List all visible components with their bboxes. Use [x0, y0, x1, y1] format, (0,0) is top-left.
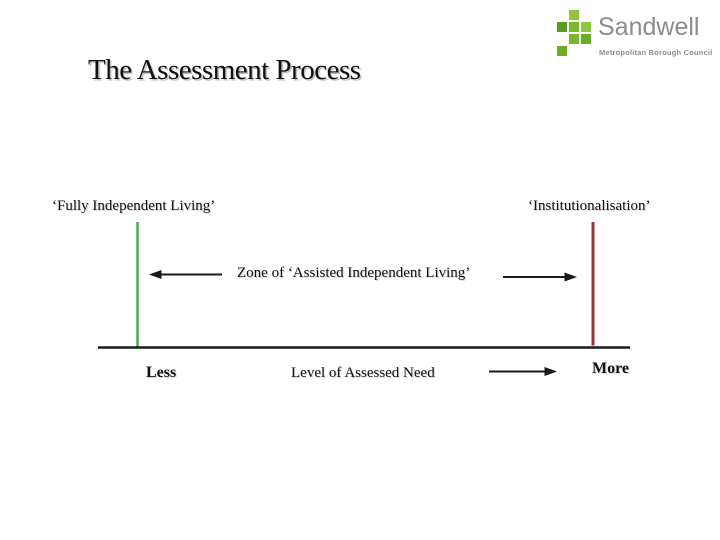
- label-fully-independent-living: ‘Fully Independent Living’: [52, 198, 216, 214]
- logo-square: [557, 46, 567, 56]
- logo-square: [557, 22, 567, 32]
- logo-square: [581, 22, 591, 32]
- label-level-of-assessed-need: Level of Assessed Need: [291, 365, 435, 381]
- zone-arrow-left: [149, 270, 222, 279]
- logo-subtitle: Metropolitan Borough Council: [599, 48, 713, 57]
- zone-arrow-left-head: [149, 270, 162, 279]
- need-direction-arrow: [489, 367, 557, 376]
- sandwell-logo-mosaic-icon: [557, 10, 591, 56]
- label-institutionalisation: ‘Institutionalisation’: [528, 198, 651, 214]
- logo-square: [569, 10, 579, 20]
- slide-title: The Assessment Process: [88, 54, 361, 86]
- logo-square: [569, 22, 579, 32]
- logo-square: [569, 34, 579, 44]
- label-more: More: [592, 360, 630, 377]
- label-less: Less: [146, 364, 177, 381]
- logo-wordmark: Sandwell: [598, 13, 700, 41]
- label-zone-of-assisted-independent-living: Zone of ‘Assisted Independent Living’: [237, 265, 471, 281]
- zone-arrow-right: [503, 272, 577, 282]
- need-direction-arrow-head: [544, 367, 557, 376]
- zone-arrow-right-head: [564, 272, 577, 282]
- logo-square: [581, 34, 591, 44]
